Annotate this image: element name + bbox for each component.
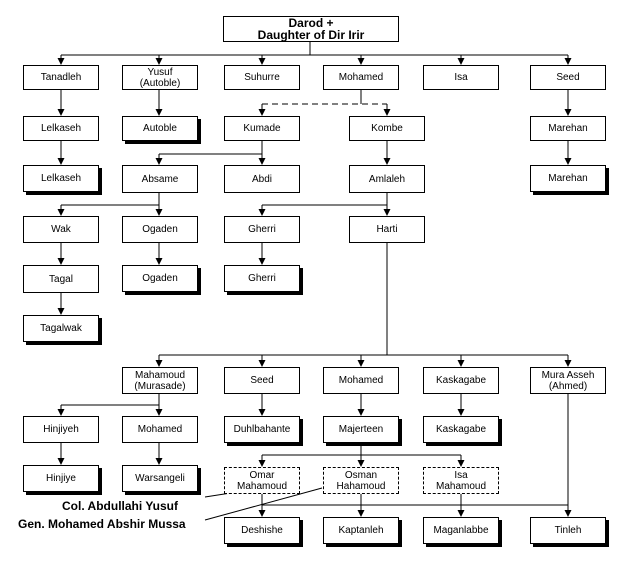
node-hinjiyeh: Hinjiyeh bbox=[23, 416, 99, 443]
node-tagal: Tagal bbox=[23, 265, 99, 293]
node-abdi: Abdi bbox=[224, 165, 300, 193]
node-isa-mahamoud: Isa Mahamoud bbox=[423, 467, 499, 494]
node-deshishe-leaf: Deshishe bbox=[224, 517, 300, 544]
node-lelkaseh-leaf: Lelkaseh bbox=[23, 165, 99, 192]
node-warsangeli-leaf: Warsangeli bbox=[122, 465, 198, 492]
node-mohamed-harti: Mohamed bbox=[323, 367, 399, 394]
node-majerteen: Majerteen bbox=[323, 416, 399, 443]
root-line-1: Darod + bbox=[288, 16, 334, 30]
node-osman-hahamoud: Osman Hahamoud bbox=[323, 467, 399, 494]
node-kaptanleh-leaf: Kaptanleh bbox=[323, 517, 399, 544]
root-node-darod: Darod + Daughter of Dir Irir bbox=[223, 16, 399, 42]
node-hinjiye-leaf: Hinjiye bbox=[23, 465, 99, 492]
node-tanadleh: Tanadleh bbox=[23, 65, 99, 90]
node-duhlbahante-leaf: Duhlbahante bbox=[224, 416, 300, 443]
node-seed-harti: Seed bbox=[224, 367, 300, 394]
node-yusuf: Yusuf (Autoble) bbox=[122, 65, 198, 90]
node-wak: Wak bbox=[23, 216, 99, 243]
node-ogaden: Ogaden bbox=[122, 216, 198, 243]
node-ogaden-leaf: Ogaden bbox=[122, 265, 198, 292]
callout-abdullahi-yusuf: Col. Abdullahi Yusuf bbox=[62, 499, 179, 513]
root-line-2: Daughter of Dir Irir bbox=[257, 28, 365, 42]
node-gherri: Gherri bbox=[224, 216, 300, 243]
node-autoble: Autoble bbox=[122, 116, 198, 141]
node-mohamed: Mohamed bbox=[323, 65, 399, 90]
node-seed: Seed bbox=[530, 65, 606, 90]
node-kombe: Kombe bbox=[349, 116, 425, 141]
node-tagalwak-leaf: Tagalwak bbox=[23, 315, 99, 342]
node-tinleh-leaf: Tinleh bbox=[530, 517, 606, 544]
node-maganlabbe-leaf: Maganlabbe bbox=[423, 517, 499, 544]
node-marehan-leaf: Marehan bbox=[530, 165, 606, 192]
node-mahamoud: Mahamoud (Murasade) bbox=[122, 367, 198, 394]
node-kaskagabe: Kaskagabe bbox=[423, 367, 499, 394]
node-isa: Isa bbox=[423, 65, 499, 90]
node-suhurre: Suhurre bbox=[224, 65, 300, 90]
node-mura-asseh: Mura Asseh (Ahmed) bbox=[530, 367, 606, 394]
node-lelkaseh: Lelkaseh bbox=[23, 116, 99, 141]
node-omar-mahamoud: Omar Mahamoud bbox=[224, 467, 300, 494]
node-kaskagabe-leaf: Kaskagabe bbox=[423, 416, 499, 443]
node-gherri-leaf: Gherri bbox=[224, 265, 300, 292]
node-amlaleh: Amlaleh bbox=[349, 165, 425, 193]
node-kumade: Kumade bbox=[224, 116, 300, 141]
callout-mohamed-abshir-mussa: Gen. Mohamed Abshir Mussa bbox=[18, 517, 186, 531]
node-absame: Absame bbox=[122, 165, 198, 193]
node-harti: Harti bbox=[349, 216, 425, 243]
node-marehan: Marehan bbox=[530, 116, 606, 141]
node-mohamed-mahamoud: Mohamed bbox=[122, 416, 198, 443]
